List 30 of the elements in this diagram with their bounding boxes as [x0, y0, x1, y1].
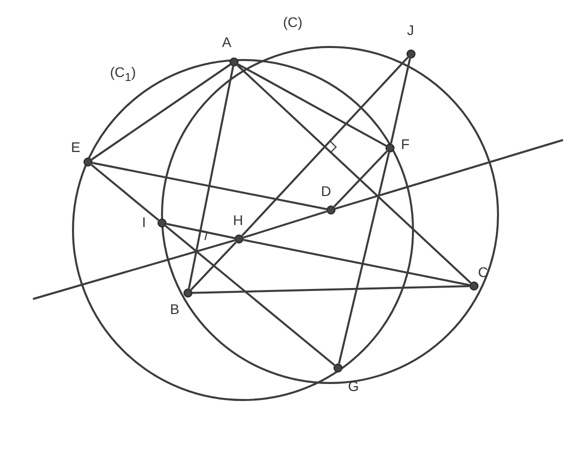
- point-label: B: [170, 301, 180, 317]
- point-label: A: [222, 34, 232, 50]
- circle-label: (C): [283, 14, 302, 30]
- line-segment: [188, 66, 234, 289]
- line: [32, 239, 235, 300]
- line-segment: [166, 222, 235, 240]
- line-segment: [190, 242, 237, 290]
- point-label: G: [348, 378, 359, 394]
- line-segment: [243, 238, 470, 286]
- line-segment: [333, 150, 388, 208]
- point-label: J: [407, 22, 414, 38]
- line-segment: [90, 164, 160, 221]
- line-segment: [192, 285, 470, 294]
- point-label: H: [233, 212, 244, 228]
- line-segment: [390, 58, 411, 144]
- point-label: D: [321, 183, 332, 199]
- line: [335, 139, 564, 210]
- line-segment: [243, 210, 327, 239]
- point-label: E: [71, 139, 80, 155]
- line-segment: [241, 56, 409, 236]
- line-segment: [92, 162, 327, 210]
- circle-label: (C$_{1}$): [110, 64, 136, 86]
- line-segment: [338, 152, 390, 364]
- line-segment: [236, 64, 472, 284]
- point-label: C: [478, 264, 488, 280]
- line-segment: [91, 64, 231, 160]
- line-segment: [164, 225, 336, 366]
- point-label: F: [401, 136, 410, 152]
- line-segment: [237, 63, 387, 147]
- point-label: I: [142, 214, 146, 230]
